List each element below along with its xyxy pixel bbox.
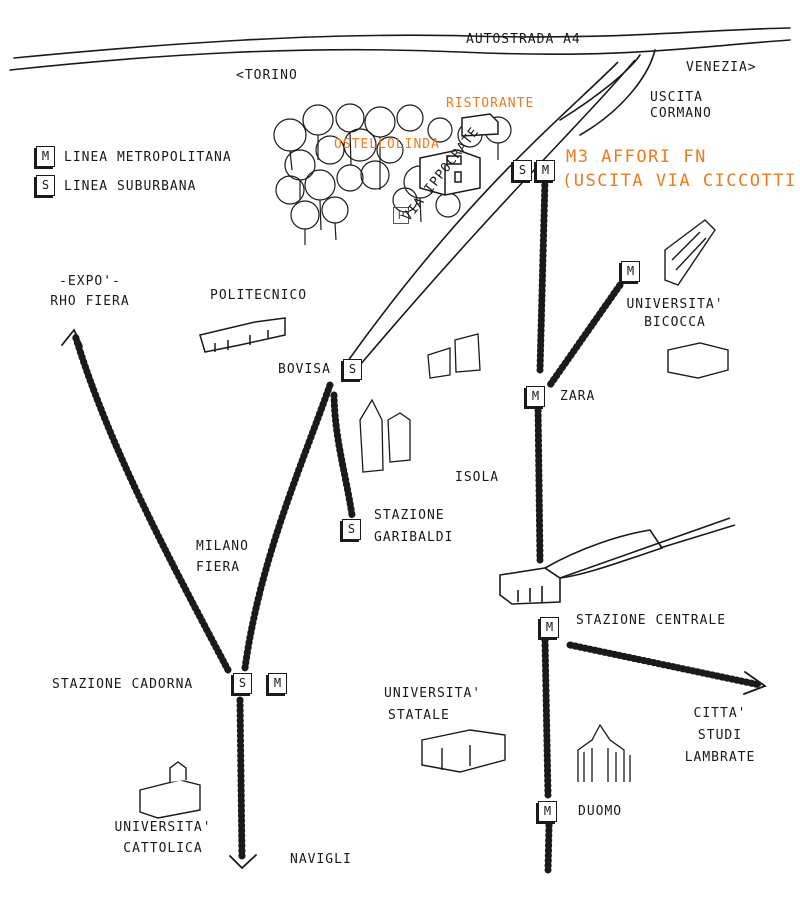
- navigli-label: NAVIGLI: [290, 852, 352, 867]
- milano-fiera-label-line1: MILANO: [196, 539, 249, 554]
- affori-m-badge: M: [536, 160, 555, 181]
- bicocca-label-line1: UNIVERSITA': [626, 297, 724, 312]
- tree-cluster: [273, 103, 512, 245]
- bicocca-m-badge: M: [621, 261, 640, 282]
- cadorna-m-badge: M: [268, 673, 287, 694]
- milano-fiera-label-line2: FIERA: [196, 560, 241, 575]
- garibaldi-label-line1: STAZIONE: [374, 508, 445, 523]
- cadorna-s-badge: S: [233, 673, 252, 694]
- politecnico-label: POLITECNICO: [210, 288, 308, 303]
- legend-metro-label: LINEA METROPOLITANA: [64, 150, 232, 165]
- zara-m-badge: M: [526, 386, 545, 407]
- parking-icon: P: [393, 207, 409, 224]
- bicocca-label-line2: BICOCCA: [644, 315, 706, 330]
- highway-label: AUTOSTRADA A4: [466, 32, 581, 47]
- garibaldi-label-line2: GARIBALDI: [374, 530, 454, 545]
- exit-label-line1: USCITA: [650, 90, 703, 105]
- bicocca-buildings: [664, 219, 729, 379]
- cadorna-label: STAZIONE CADORNA: [52, 677, 194, 692]
- legend-suburban-badge: S: [36, 175, 55, 196]
- restaurant-label: RISTORANTE: [446, 96, 535, 111]
- centrale-m-badge: M: [540, 617, 559, 638]
- highway-a4: [9, 27, 791, 136]
- statale-label-line1: UNIVERSITA': [384, 686, 482, 701]
- venezia-direction: VENEZIA>: [686, 60, 757, 75]
- duomo-m-badge: M: [538, 801, 557, 822]
- legend-metro-badge: M: [36, 146, 55, 167]
- citta-studi-label-line1: CITTA': [693, 706, 747, 721]
- citta-studi-label-line3: LAMBRATE: [684, 750, 756, 765]
- garibaldi-s-badge: S: [342, 519, 361, 540]
- expo-label-line1: -EXPO'-: [59, 274, 121, 289]
- cattolica-label-line2: CATTOLICA: [123, 841, 203, 856]
- arrowheads: [61, 328, 767, 870]
- exit-label-line2: CORMANO: [650, 106, 712, 121]
- affori-station-label: M3 AFFORI FN: [566, 147, 707, 167]
- zara-label: ZARA: [560, 389, 596, 404]
- politecnico-building: [199, 317, 286, 353]
- bovisa-s-badge: S: [343, 359, 362, 380]
- expo-label-line2: RHO FIERA: [50, 294, 130, 309]
- rail-lines: [71, 176, 764, 874]
- legend-suburban-label: LINEA SUBURBANA: [64, 179, 197, 194]
- cattolica-building: [139, 761, 201, 819]
- isola-label: ISOLA: [455, 470, 500, 485]
- citta-studi-label-line2: STUDI: [697, 728, 743, 743]
- hostel-label: OSTELLOLINDA: [334, 137, 440, 152]
- bovisa-label: BOVISA: [278, 362, 331, 377]
- duomo-label: DUOMO: [578, 804, 623, 819]
- centrale-building: [499, 517, 736, 605]
- affori-exit-label: (USCITA VIA CICCOTTI): [562, 171, 800, 191]
- duomo-building: [577, 723, 631, 782]
- affori-s-badge: S: [513, 160, 532, 181]
- torino-direction: <TORINO: [236, 68, 298, 83]
- centrale-label: STAZIONE CENTRALE: [576, 613, 727, 628]
- statale-label-line2: STATALE: [388, 708, 450, 723]
- cattolica-label-line1: UNIVERSITA': [114, 820, 212, 835]
- statale-building: [421, 729, 506, 773]
- isola-buildings: [359, 333, 481, 473]
- hostel-building: [419, 113, 499, 196]
